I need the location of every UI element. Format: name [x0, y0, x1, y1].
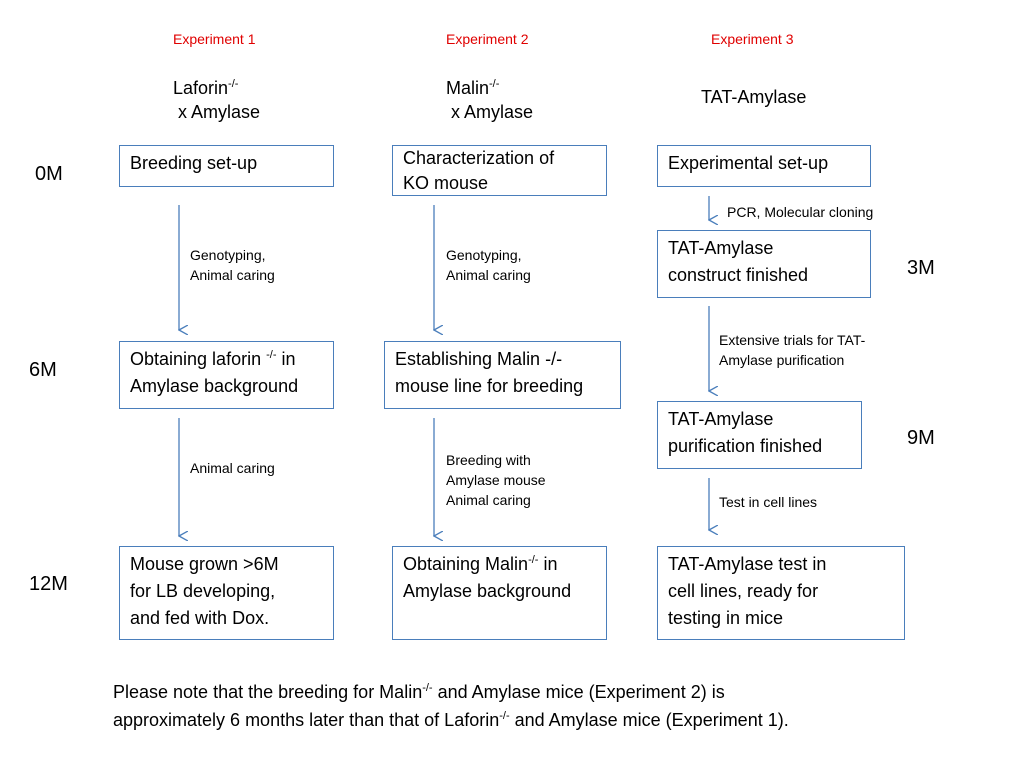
timepoint-9m: 9M [907, 427, 935, 449]
note-line2-sup: -/- [499, 710, 510, 722]
box-e2-estab-line2: mouse line for breeding [395, 376, 584, 396]
box-e2-establishing: Establishing Malin -/- mouse line for br… [384, 341, 621, 409]
box-e1-obtaining-post: in [276, 349, 296, 369]
header-2-line1: Malin [446, 78, 490, 98]
label-e2-breeding: Breeding with Amylase mouse Animal carin… [446, 450, 546, 510]
box-e1-mouse-line3: and fed with Dox. [130, 608, 270, 628]
box-e3-construct-finished: TAT-Amylase construct finished [657, 230, 871, 298]
note-line2-a: approximately 6 months later than that o… [113, 710, 500, 730]
label-e1-genotyping: Genotyping, Animal caring [190, 245, 275, 285]
note-line1-sup: -/- [422, 682, 433, 694]
box-e3-experimental-setup: Experimental set-up [657, 145, 871, 187]
timepoint-12m: 12M [29, 573, 68, 595]
label-e3-purification-trials: Extensive trials for TAT- Amylase purifi… [719, 330, 865, 370]
label-e3-a2-line1: Extensive trials for TAT- [719, 332, 866, 348]
experiment-3-header: TAT-Amylase [701, 87, 807, 107]
box-e1-breeding-text: Breeding set-up [130, 153, 258, 173]
header-2-sup: -/- [489, 78, 500, 90]
note-line2-b: and Amylase mice (Experiment 1). [509, 710, 789, 730]
box-e3-test-cell-lines: TAT-Amylase test in cell lines, ready fo… [657, 546, 905, 640]
experiment-2-header: Malin-/- x Amylase [446, 76, 533, 124]
box-e2-obtaining-malin: Obtaining Malin-/- in Amylase background [392, 546, 607, 640]
label-e3-test-cell-lines: Test in cell lines [719, 494, 818, 510]
box-e1-mouse-line2: for LB developing, [130, 581, 276, 601]
box-e3-setup-text: Experimental set-up [668, 153, 829, 173]
box-e3-test-line2: cell lines, ready for [668, 581, 819, 601]
box-e3-purification-finished: TAT-Amylase purification finished [657, 401, 862, 469]
label-e2-a2-line2: Amylase mouse [446, 472, 546, 488]
box-e1-obtaining-laforin: Obtaining laforin -/- in Amylase backgro… [119, 341, 334, 409]
box-e2-obtaining-pre: Obtaining Malin [403, 554, 529, 574]
experiment-1-title: Experiment 1 [173, 31, 256, 47]
box-e3-construct-line1: TAT-Amylase [668, 238, 774, 258]
box-e2-obtaining-post: in [538, 554, 558, 574]
label-e1-animal-caring: Animal caring [190, 460, 275, 476]
header-2-line2: x Amylase [451, 102, 534, 122]
timepoint-0m: 0M [35, 163, 63, 185]
label-e2-genotyping: Genotyping, Animal caring [446, 245, 531, 285]
experiment-1-header: Laforin-/- x Amylase [173, 76, 260, 124]
label-e3-pcr-cloning: PCR, Molecular cloning [727, 204, 874, 220]
label-e2-a1-line1: Genotyping, [446, 247, 522, 263]
experiment-2-title: Experiment 2 [446, 31, 529, 47]
box-e3-test-line1: TAT-Amylase test in [668, 554, 827, 574]
box-e1-mouse-line1: Mouse grown >6M [130, 554, 279, 574]
label-e3-a2-line2: Amylase purification [719, 352, 845, 368]
box-e1-obtaining-sup: -/- [266, 349, 277, 361]
box-e2-characterization: Characterization of KO mouse [392, 145, 607, 196]
note-line1-a: Please note that the breeding for Malin [113, 682, 423, 702]
box-e1-obtaining-line2: Amylase background [130, 376, 299, 396]
experiment-3-title: Experiment 3 [711, 31, 794, 47]
box-e3-purif-line1: TAT-Amylase [668, 409, 774, 429]
label-e2-a2-line3: Animal caring [446, 492, 531, 508]
timepoint-6m: 6M [29, 359, 57, 381]
box-e3-purif-line2: purification finished [668, 436, 823, 456]
header-1-line2: x Amylase [178, 102, 261, 122]
header-1-line1: Laforin [173, 78, 229, 98]
box-e3-test-line3: testing in mice [668, 608, 784, 628]
box-e2-obtaining-sup: -/- [528, 554, 539, 566]
note-line1-b: and Amylase mice (Experiment 2) is [432, 682, 725, 702]
footnote: Please note that the breeding for Malin-… [113, 678, 789, 734]
label-e1-a1-line2: Animal caring [190, 267, 275, 283]
box-e1-obtaining-pre: Obtaining laforin [130, 349, 267, 369]
label-e1-a1-line1: Genotyping, [190, 247, 266, 263]
box-e2-char-line1: Characterization of [403, 148, 555, 168]
box-e2-char-line2: KO mouse [403, 173, 489, 193]
label-e2-a1-line2: Animal caring [446, 267, 531, 283]
timepoint-3m: 3M [907, 257, 935, 279]
box-e2-estab-line1: Establishing Malin -/- [395, 349, 563, 369]
box-e3-construct-line2: construct finished [668, 265, 809, 285]
box-e1-breeding-setup: Breeding set-up [119, 145, 334, 187]
header-1-sup: -/- [228, 78, 239, 90]
box-e1-mouse-grown: Mouse grown >6M for LB developing, and f… [119, 546, 334, 640]
box-e2-obtaining-line2: Amylase background [403, 581, 572, 601]
label-e2-a2-line1: Breeding with [446, 452, 531, 468]
